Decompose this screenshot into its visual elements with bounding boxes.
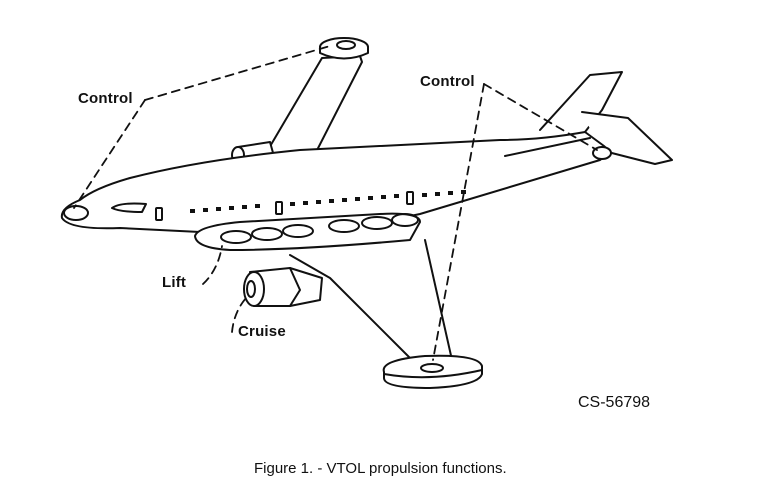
control-right-leader-wingtip xyxy=(432,83,485,361)
mid-door xyxy=(275,201,283,215)
control-left-leader-nose xyxy=(73,99,146,209)
lift-label: Lift xyxy=(162,274,187,291)
figure-caption: Figure 1. - VTOL propulsion functions. xyxy=(254,460,507,477)
passenger-windows xyxy=(190,190,466,213)
rear-door xyxy=(406,191,414,205)
cruise-label: Cruise xyxy=(238,323,286,340)
leader-lines xyxy=(73,45,598,361)
upper-wing xyxy=(261,55,363,161)
control-label-left: Control xyxy=(78,90,133,107)
figure-id: CS-56798 xyxy=(578,394,651,411)
control-right-leader-tail xyxy=(483,83,598,151)
cruise-leader xyxy=(231,297,247,333)
control-left-leader-wingtip xyxy=(144,45,331,101)
lift-fans xyxy=(220,213,419,244)
front-door xyxy=(155,207,163,221)
cockpit-window xyxy=(111,202,147,213)
control-label-right: Control xyxy=(420,73,475,90)
lift-leader xyxy=(202,245,223,285)
lift-fan-pod xyxy=(194,212,421,251)
